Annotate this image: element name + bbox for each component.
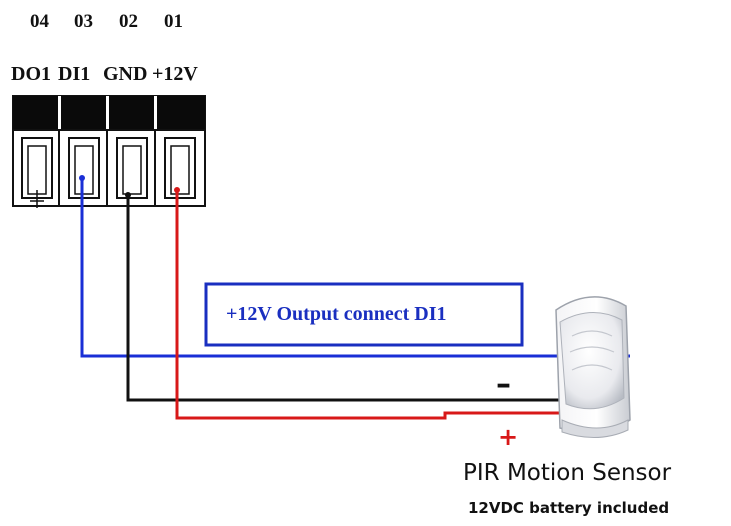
pin-number-03: 03 bbox=[74, 11, 93, 32]
pin-number-01: 01 bbox=[164, 11, 183, 32]
wire-end-12v bbox=[174, 187, 180, 193]
terminal-slot-12v bbox=[164, 137, 196, 199]
wire-end-di1 bbox=[79, 175, 85, 181]
terminal-screw-do1 bbox=[13, 96, 58, 130]
terminal-slot-di1 bbox=[68, 137, 100, 199]
pin-number-02: 02 bbox=[119, 11, 138, 32]
note-text: +12V Output connect DI1 bbox=[226, 303, 447, 325]
plus-sign: + bbox=[498, 423, 518, 451]
wire-12v-red bbox=[175, 190, 630, 420]
sensor-subtitle: 12VDC battery included bbox=[468, 499, 669, 517]
sensor-title: PIR Motion Sensor bbox=[463, 460, 672, 486]
wire-end-gnd bbox=[125, 192, 131, 198]
terminal-screw-12v bbox=[157, 96, 205, 130]
minus-sign: – bbox=[496, 367, 511, 402]
terminal-block bbox=[12, 95, 206, 208]
pin-label-do1: DO1 bbox=[11, 63, 51, 85]
wire-di1-blue bbox=[80, 178, 630, 358]
pin-number-04: 04 bbox=[30, 11, 50, 32]
terminal-screw-gnd bbox=[109, 96, 154, 130]
terminal-screw-di1 bbox=[61, 96, 106, 130]
note-box bbox=[204, 282, 524, 347]
pin-label-di1: DI1 bbox=[58, 63, 90, 85]
pir-sensor-icon bbox=[555, 296, 631, 439]
terminal-slot-gnd bbox=[116, 137, 148, 199]
pin-label-12v: +12V bbox=[152, 63, 198, 85]
pin-label-gnd: GND bbox=[103, 63, 147, 85]
wire-gnd-black bbox=[126, 195, 630, 402]
